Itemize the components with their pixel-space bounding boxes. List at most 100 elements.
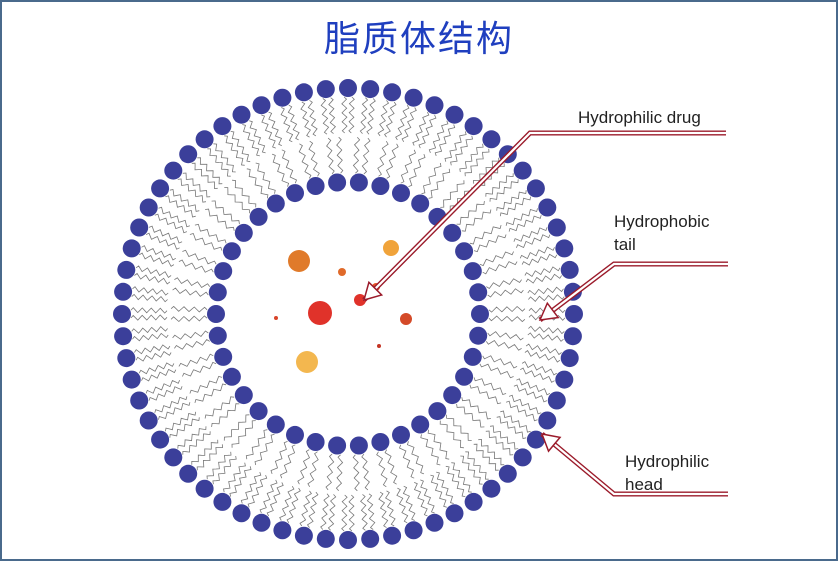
tail-outer (385, 490, 396, 527)
head-inner (222, 242, 241, 261)
tail-outer (135, 265, 172, 278)
tail-outer (207, 148, 231, 177)
head-outer (213, 117, 232, 136)
head-inner (286, 184, 304, 203)
tail-outer (141, 368, 177, 382)
head-arrow-core (541, 433, 728, 496)
tail-inner (485, 339, 522, 351)
tail-outer (527, 332, 564, 342)
tail-outer (489, 425, 519, 450)
head-outer (482, 130, 501, 149)
tail-outer (525, 273, 562, 284)
head-outer (513, 448, 532, 467)
tail-outer (445, 465, 466, 497)
head-inner (249, 207, 268, 226)
tail-outer (341, 96, 348, 134)
tail-outer (327, 494, 337, 531)
tail-outer (499, 196, 531, 217)
head-inner (392, 184, 410, 203)
head-outer (513, 161, 532, 180)
head-outer (294, 83, 313, 102)
tail-outer (395, 104, 410, 141)
tail-outer (287, 104, 300, 141)
tail-outer (306, 491, 319, 528)
tail-outer (145, 379, 180, 394)
head-inner (428, 402, 447, 421)
tail-outer (521, 361, 558, 376)
tail-outer (242, 124, 260, 157)
tail-outer (436, 471, 454, 504)
head-outer (179, 464, 198, 483)
tail-outer (182, 172, 211, 198)
tail-outer (141, 245, 176, 261)
head-inner (208, 283, 227, 302)
head-outer (232, 504, 251, 523)
tail-arrow-core (539, 262, 728, 321)
head-outer (294, 526, 313, 545)
tail-outer (182, 431, 211, 455)
head-outer (151, 179, 170, 198)
head-inner (371, 433, 390, 451)
tail-inner (427, 429, 450, 460)
tail-outer (430, 474, 447, 508)
head-inner (455, 242, 474, 261)
tail-outer (307, 100, 318, 137)
tail-inner (482, 261, 518, 275)
tail-outer (206, 451, 232, 480)
tail-outer (348, 96, 355, 134)
tail-inner (377, 140, 389, 177)
tail-inner (421, 162, 442, 195)
drug-particle (377, 344, 381, 348)
tail-outer (223, 462, 246, 493)
drug-particle (400, 313, 412, 325)
head-inner (328, 173, 347, 192)
tail-outer (154, 396, 188, 413)
head-inner (469, 283, 488, 302)
tail-inner (307, 451, 319, 488)
tail-outer (378, 491, 389, 528)
tail-inner (440, 180, 465, 208)
head-outer (139, 198, 158, 217)
tail-outer (299, 490, 312, 527)
head-outer (383, 526, 402, 545)
head-inner (208, 326, 227, 345)
callout-arrows (362, 130, 728, 497)
hydrophilic-heads (113, 79, 583, 549)
head-outer (232, 105, 251, 124)
head-outer (464, 492, 483, 511)
head-outer (547, 391, 566, 410)
head-outer (404, 521, 423, 540)
drug-arrow-core (363, 131, 726, 301)
tail-inner (194, 383, 227, 404)
tail-outer (177, 178, 207, 203)
head-outer (555, 370, 574, 389)
head-inner (463, 347, 482, 366)
tail-outer (516, 378, 551, 396)
tail-outer (377, 100, 390, 137)
tail-outer (249, 120, 266, 154)
tail-inner (479, 363, 514, 379)
tail-outer (131, 293, 168, 303)
tail-outer (413, 482, 428, 517)
label-hydrophilic-head-2: head (625, 475, 663, 494)
tail-inner (428, 168, 451, 199)
tail-inner (487, 331, 524, 341)
head-outer (538, 411, 557, 430)
tail-outer (525, 343, 562, 356)
tail-outer (341, 494, 348, 532)
tail-outer (418, 114, 437, 149)
tail-inner (189, 375, 223, 394)
label-hydrophilic-head-1: Hydrophilic (625, 452, 710, 471)
tail-outer (496, 190, 527, 211)
tail-outer (524, 350, 561, 363)
tail-inner (336, 136, 344, 174)
head-inner (266, 415, 285, 434)
tail-outer (196, 444, 223, 471)
head-inner (443, 386, 462, 405)
tail-inner (254, 433, 275, 466)
head-inner (469, 326, 488, 345)
tail-outer (261, 114, 276, 149)
tail-inner (487, 288, 524, 298)
tail-inner (298, 143, 312, 179)
tail-inner (178, 353, 214, 367)
